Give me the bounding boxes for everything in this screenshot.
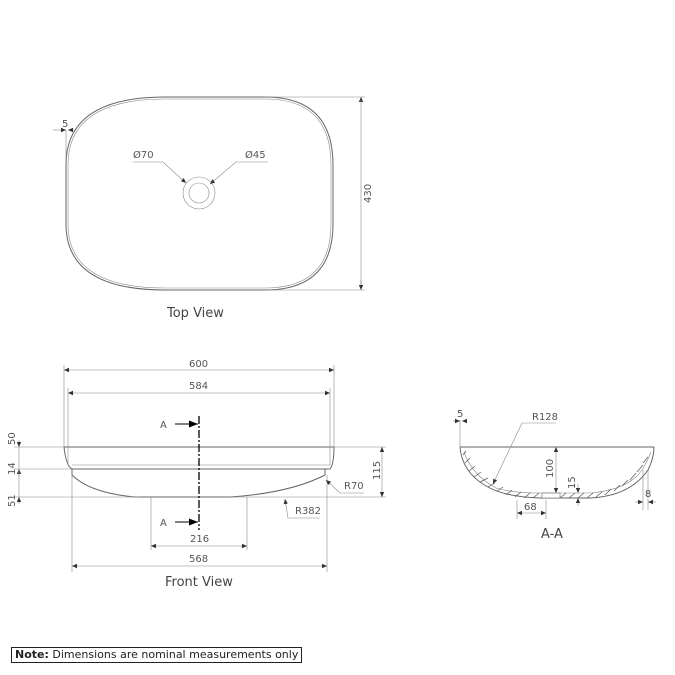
section-dim-waste-width: 68 (524, 502, 537, 513)
note-text: Dimensions are nominal measurements only (52, 648, 299, 661)
dim-total-height: 115 (372, 461, 383, 480)
section-marker-top: A (160, 420, 167, 431)
dim-height-top: 50 (7, 432, 18, 445)
leader-inner-waste (209, 161, 268, 185)
dim-rim-length: 584 (189, 381, 208, 392)
dim-base-flat: 216 (190, 534, 209, 545)
section-view-title: A-A (541, 527, 563, 542)
section-dim-waste-depth: 15 (567, 476, 578, 489)
top-view: Ø70 Ø45 5 430 Top View (53, 96, 374, 321)
section-outer-profile (459, 446, 655, 499)
section-dim-depth: 100 (545, 459, 556, 478)
dim-width: 430 (363, 184, 374, 203)
front-view: 600 584 216 568 50 14 51 115 (7, 359, 386, 590)
section-dim-rim: 5 (457, 409, 463, 420)
basin-outline-outer (65, 96, 334, 291)
waste-outer-circle (182, 176, 216, 210)
section-inner-profile (463, 451, 652, 494)
dim-rim: 5 (62, 119, 68, 130)
section-dim-wall: 8 (645, 489, 651, 500)
dim-height-bottom: 51 (7, 494, 18, 507)
basin-outline-inner (67, 98, 332, 289)
dim-height-mid: 14 (7, 462, 18, 475)
top-view-title: Top View (166, 306, 224, 321)
front-view-title: Front View (165, 575, 233, 590)
section-dim-radius: R128 (532, 412, 558, 423)
dim-base-length: 568 (189, 554, 208, 565)
section-marker-bottom: A (160, 518, 167, 529)
section-hatching (462, 450, 649, 499)
section-view: 5 R128 100 15 68 8 A-A (453, 409, 656, 542)
note-box: Note: Dimensions are nominal measurement… (11, 647, 303, 663)
waste-inner-circle (188, 182, 210, 204)
leader-outer-waste (133, 161, 187, 184)
dim-outer-waste: Ø70 (133, 149, 154, 161)
dim-radius-corner: R70 (344, 481, 364, 492)
dim-inner-waste: Ø45 (245, 149, 266, 161)
front-body-outline (63, 446, 335, 470)
note-label: Note: (15, 648, 49, 661)
dim-radius-base: R382 (295, 506, 321, 517)
dim-overall-length: 600 (189, 359, 208, 370)
